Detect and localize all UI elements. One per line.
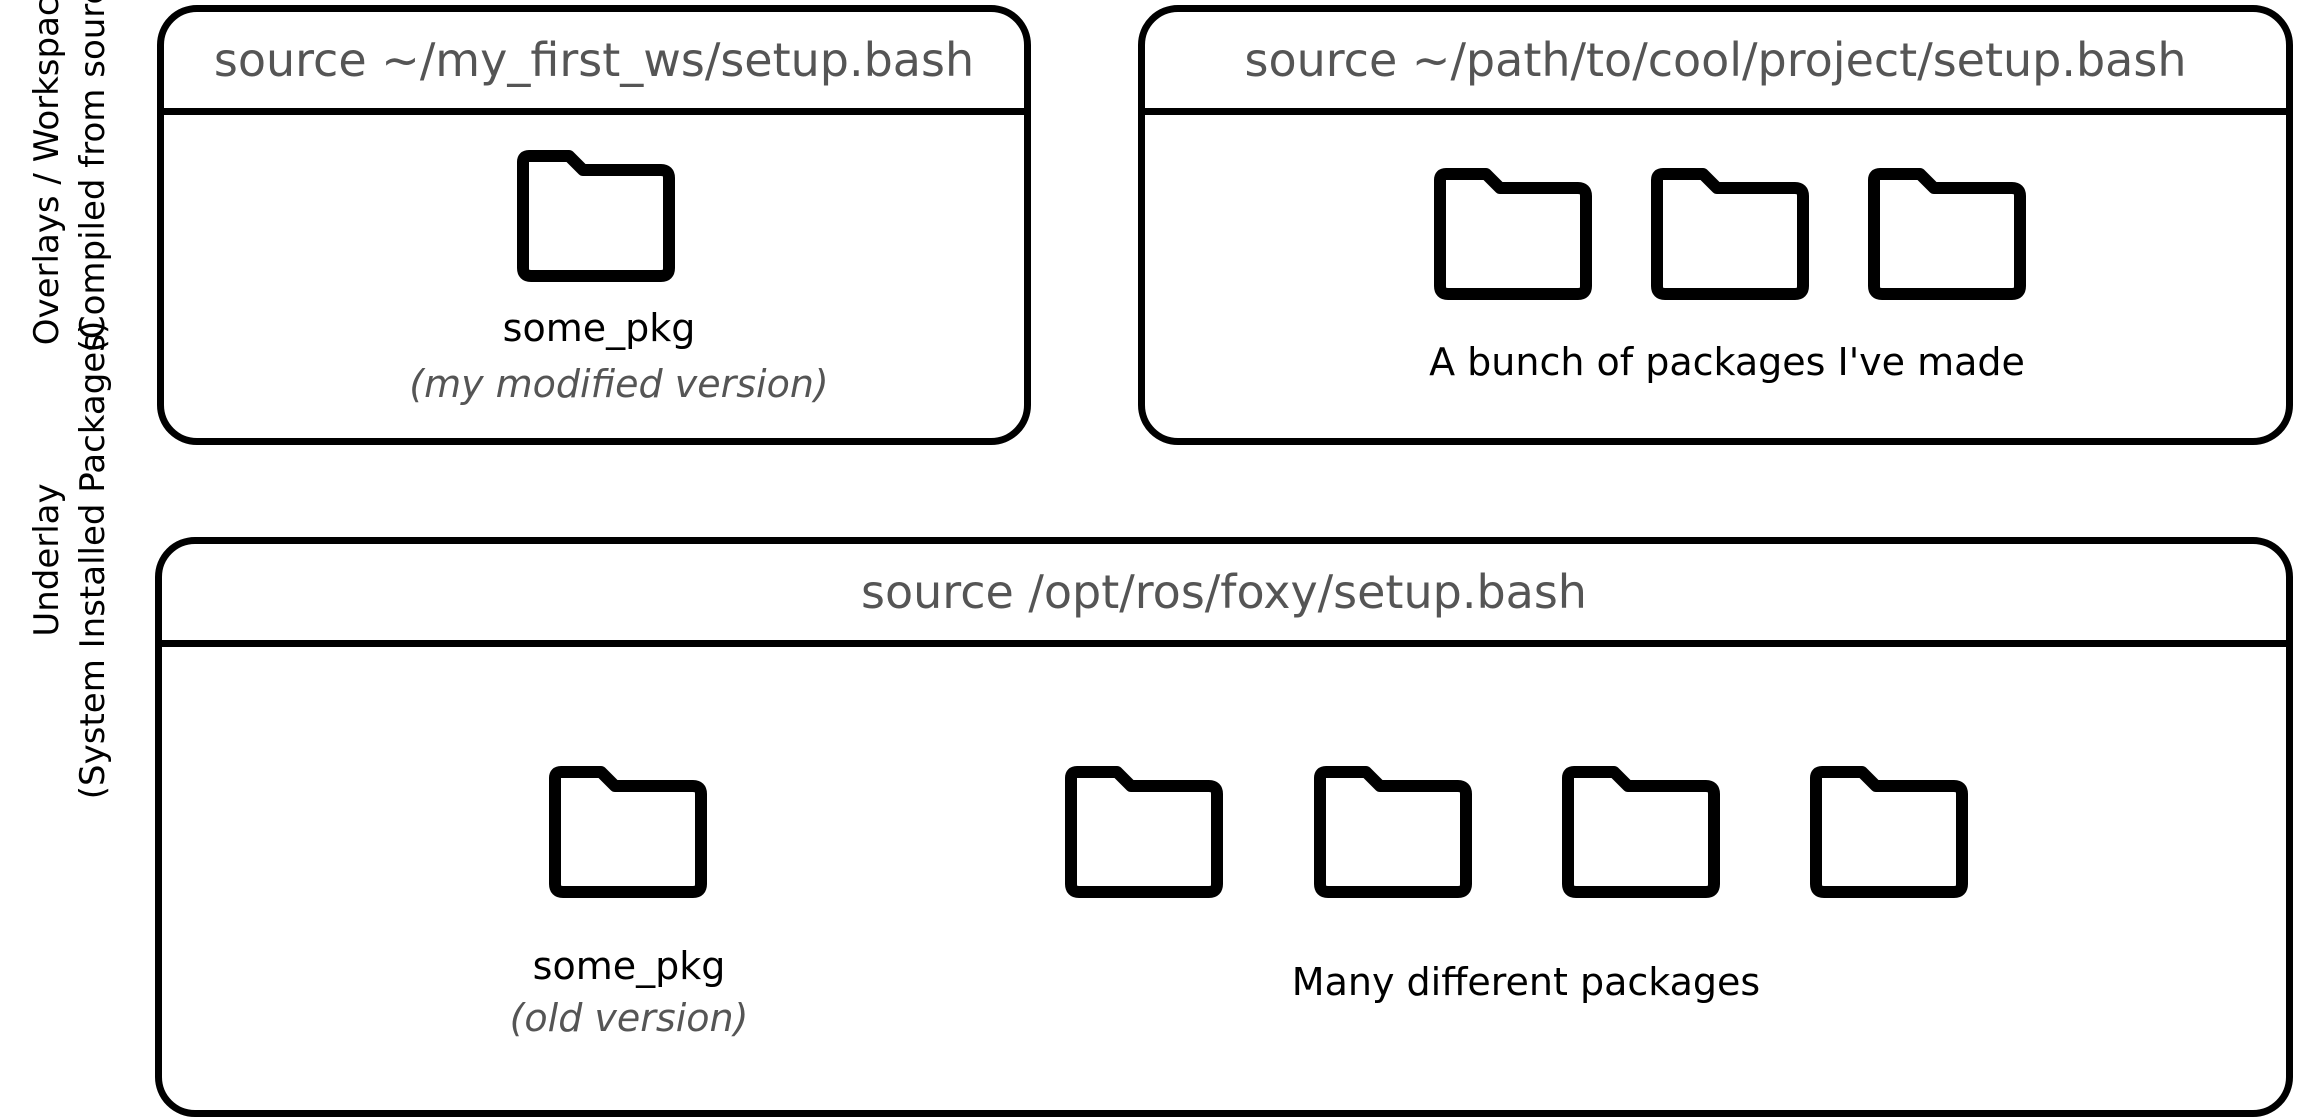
my-first-ws-pkg-note: (my modified version) [409,362,829,406]
my-first-ws-header: source ~/my_first_ws/setup.bash [164,12,1024,115]
underlay-caption: Many different packages [1291,960,1761,1004]
underlay-box: source /opt/ros/foxy/setup.bash [155,537,2293,1117]
overlays-label: Overlays / Workspaces (Compiled from sou… [24,0,116,352]
underlay-label: Underlay (System Installed Packages) [24,321,116,799]
folder-icon [1430,168,1594,302]
folder-icon [1806,766,1970,900]
folder-icon [1558,766,1722,900]
folder-icon [513,150,677,284]
folder-icon [545,766,709,900]
underlay-label-line1: Underlay [27,483,67,637]
overlays-label-line2: (Compiled from source) [73,0,113,353]
folder-icon [1310,766,1474,900]
underlay-pkg-note: (old version) [509,996,749,1040]
underlay-label-line2: (System Installed Packages) [73,320,113,800]
cool-project-header: source ~/path/to/cool/project/setup.bash [1145,12,2286,115]
my-first-ws-box: source ~/my_first_ws/setup.bash [157,5,1031,445]
overlays-label-line1: Overlays / Workspaces [27,0,67,346]
cool-project-caption: A bunch of packages I've made [1429,340,2025,384]
folder-icon [1647,168,1811,302]
my-first-ws-pkg-name: some_pkg [502,306,696,350]
folder-icon [1061,766,1225,900]
underlay-header: source /opt/ros/foxy/setup.bash [162,544,2286,647]
cool-project-box: source ~/path/to/cool/project/setup.bash [1138,5,2293,445]
underlay-pkg-name: some_pkg [532,944,726,988]
folder-icon [1864,168,2028,302]
